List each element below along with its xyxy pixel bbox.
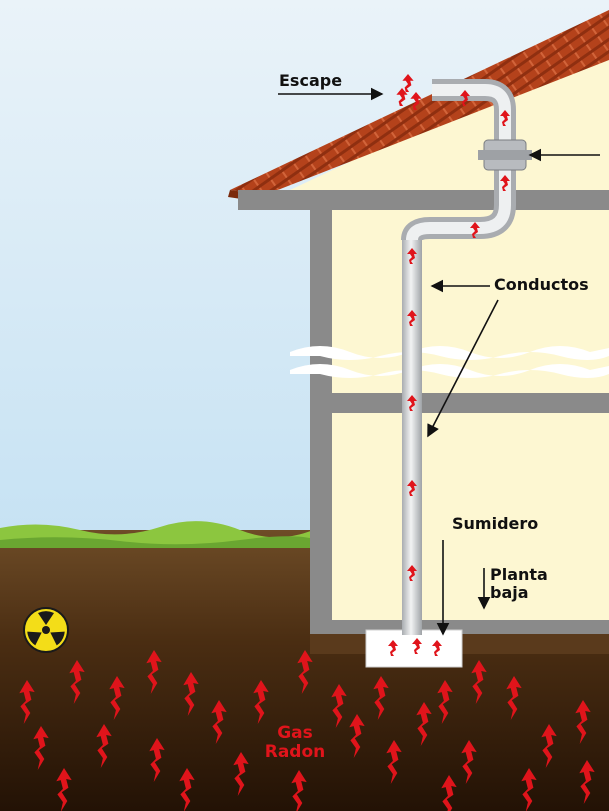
sumidero-label: Sumidero: [452, 514, 539, 533]
vent-pipe: [401, 79, 532, 635]
escape-label: Escape: [279, 71, 343, 90]
roof: [230, 10, 609, 195]
conductos-label: Conductos: [494, 275, 589, 294]
planta-baja-label: Planta baja: [490, 565, 548, 603]
label-pointers: [278, 87, 600, 636]
gas-label-line1: Gas: [277, 723, 313, 743]
interior-wall: [332, 210, 609, 630]
planta-baja-line1: Planta: [490, 565, 548, 584]
planta-baja-line2: baja: [490, 583, 529, 603]
ceiling-slab: [238, 190, 609, 210]
sump-pit: [365, 629, 463, 668]
break-line-bottom: [290, 364, 609, 378]
exterior-wall: [310, 210, 332, 630]
radiation-hazard-icon: [23, 607, 69, 653]
gas-radon-label: Gas Radon: [255, 724, 335, 761]
conductos-pointer-lower: [427, 299, 499, 438]
floor-slab: [332, 393, 609, 413]
break-line-top: [290, 346, 609, 360]
gas-label-line2: Radon: [264, 741, 326, 762]
